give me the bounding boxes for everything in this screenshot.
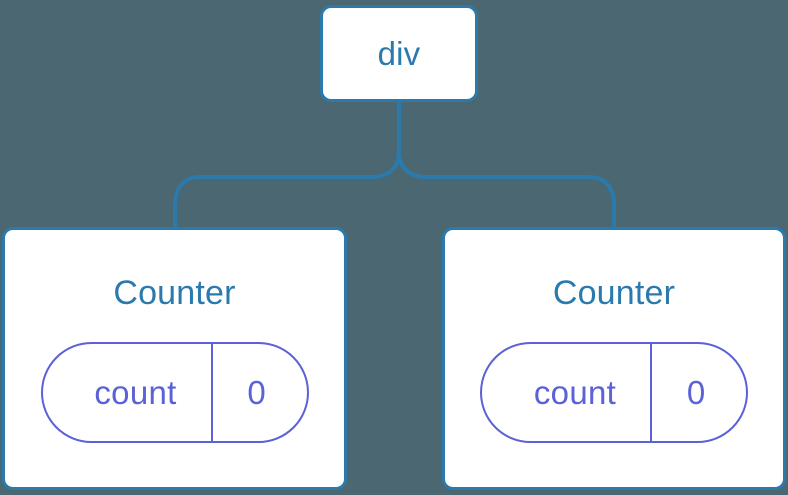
- node-counter-left[interactable]: Counter count 0: [2, 227, 347, 490]
- node-div[interactable]: div: [320, 5, 478, 102]
- node-div-label: div: [377, 35, 421, 72]
- state-key-label: count: [482, 344, 652, 441]
- state-key-label: count: [43, 344, 213, 441]
- state-pill-count[interactable]: count 0: [40, 342, 309, 443]
- connector-branch-left: [173, 151, 401, 229]
- component-name-label: Counter: [552, 274, 676, 312]
- state-value-label: 0: [247, 373, 266, 411]
- node-counter-right[interactable]: Counter count 0: [442, 227, 786, 490]
- state-pill-count[interactable]: count 0: [480, 342, 748, 443]
- state-value-label: 0: [686, 373, 706, 411]
- connector-branch-right: [397, 151, 616, 229]
- component-name-label: Counter: [113, 274, 236, 312]
